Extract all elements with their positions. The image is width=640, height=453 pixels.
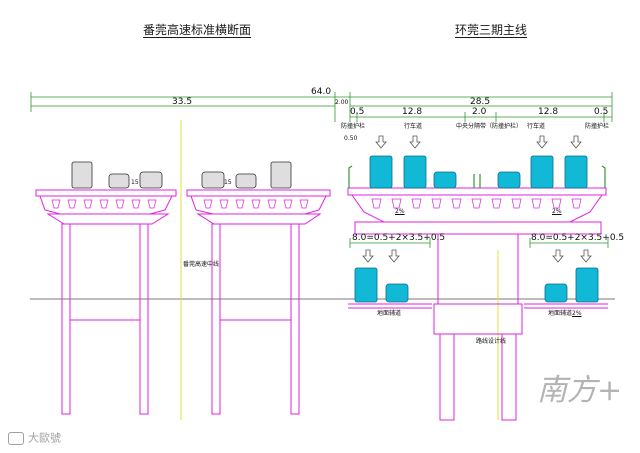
right-bridge-structure bbox=[347, 187, 608, 421]
dim-median: 2.0 bbox=[472, 107, 487, 117]
right-vehicles bbox=[354, 155, 599, 303]
label-ground-road-left: 地面辅道 bbox=[377, 310, 402, 317]
left-girder-cells bbox=[51, 199, 309, 209]
indicator-arrows bbox=[362, 135, 592, 263]
dim-side-road-left: 8.0=0.5+2×3.5+0.5 bbox=[352, 233, 446, 243]
right-girder-cells bbox=[371, 198, 582, 209]
label-carriageway-left: 行车道 bbox=[404, 123, 423, 130]
label-design-line: 路线设计线 bbox=[476, 338, 507, 345]
dim-edge-left: 0.5 bbox=[350, 107, 365, 117]
dim-side-road-right: 8.0=0.5+2×3.5+0.5 bbox=[531, 233, 625, 243]
left-section-title: 番莞高速标准横断面 bbox=[143, 23, 252, 37]
dim-edge-right: 0.5 bbox=[594, 107, 609, 117]
watermark-logo: 南方+ bbox=[537, 373, 623, 408]
dim-lane-left: 12.8 bbox=[402, 107, 423, 117]
left-vehicles bbox=[71, 161, 292, 189]
watermark-brand: 大歐號 bbox=[8, 432, 61, 445]
dim-gap: 2.00 bbox=[335, 99, 349, 106]
label-lane-num-left: 15 bbox=[131, 179, 139, 186]
dim-total: 64.0 bbox=[311, 87, 332, 97]
label-lane-num-right: 15 bbox=[224, 179, 232, 186]
label-ground-road-right: 地面辅道 bbox=[548, 310, 573, 317]
brand-text: 大歐號 bbox=[28, 431, 61, 445]
dim-left-width: 33.5 bbox=[172, 97, 193, 107]
brand-icon bbox=[8, 432, 24, 445]
left-bridge-structure bbox=[35, 189, 331, 415]
label-guardrail-left: 防撞护栏 bbox=[341, 123, 366, 130]
right-guardrails bbox=[348, 165, 606, 188]
label-carriageway-right: 行车道 bbox=[527, 123, 546, 130]
label-slope-left: 2% bbox=[395, 208, 405, 215]
dim-small-gap: 0.50 bbox=[344, 135, 358, 142]
label-slope-ground: 2% bbox=[572, 310, 582, 317]
label-guardrail-right: 防撞护栏 bbox=[585, 123, 610, 130]
dim-lane-right: 12.8 bbox=[538, 107, 559, 117]
label-slope-right: 2% bbox=[552, 208, 562, 215]
label-median: 中央分隔带（防撞护栏） bbox=[456, 123, 523, 130]
label-centerline-left: 番莞高速中线 bbox=[183, 261, 220, 268]
right-section-title: 环莞三期主线 bbox=[455, 23, 528, 37]
dimension-lines bbox=[30, 92, 613, 248]
dim-right-width: 28.5 bbox=[470, 97, 491, 107]
